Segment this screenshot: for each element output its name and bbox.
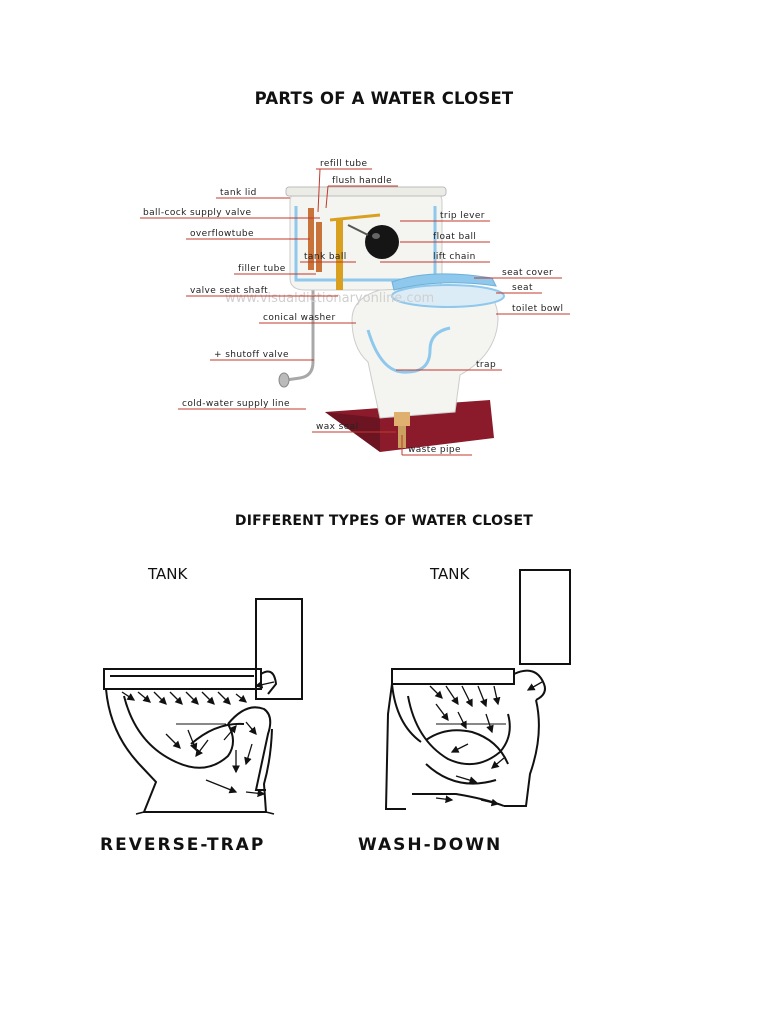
supply-line	[285, 245, 315, 382]
svg-text:toilet bowl: toilet bowl	[512, 304, 563, 314]
svg-text:tank ball: tank ball	[304, 252, 347, 262]
label-waste-pipe: waste pipe	[401, 435, 472, 456]
svg-text:seat cover: seat cover	[502, 268, 553, 278]
svg-text:wax seal: wax seal	[316, 422, 359, 432]
label-refill-tube: refill tube	[316, 159, 372, 213]
svg-text:trip lever: trip lever	[440, 211, 485, 221]
page-title: PARTS OF A WATER CLOSET	[254, 89, 514, 108]
label-tank-ball: tank ball	[300, 252, 356, 263]
label-overflow-tube: overflowtube	[186, 229, 310, 240]
tank-lid	[285, 186, 447, 197]
toilet-bowl	[351, 285, 499, 419]
wash-down-diagram: TANK	[384, 565, 571, 810]
tank-right	[519, 569, 571, 665]
float-ball	[365, 225, 399, 259]
svg-text:refill tube: refill tube	[320, 159, 368, 169]
svg-text:cold-water supply line: cold-water supply line	[182, 399, 290, 409]
watermark: www.visualdictionaryonline.com	[225, 291, 434, 306]
svg-text:ball-cock supply valve: ball-cock supply valve	[143, 208, 252, 218]
svg-text:valve seat shaft: valve seat shaft	[190, 286, 268, 296]
svg-text:trap: trap	[476, 360, 496, 370]
svg-text:+ shutoff valve: + shutoff valve	[214, 350, 289, 360]
svg-text:conical washer: conical washer	[263, 313, 336, 323]
label-tank-lid: tank lid	[216, 188, 290, 199]
label-trap: trap	[396, 360, 502, 371]
label-valve-seat-shaft: valve seat shaft	[186, 286, 338, 297]
label-trip-lever: trip lever	[400, 211, 490, 222]
reverse-trap-label: REVERSE-TRAP	[100, 835, 265, 855]
svg-text:tank lid: tank lid	[220, 188, 257, 198]
svg-text:float ball: float ball	[433, 232, 476, 242]
wash-down-flow-arrows	[429, 681, 543, 807]
seat	[391, 284, 505, 308]
label-flush-handle: flush handle	[325, 176, 398, 209]
toilet-parts-diagram: www.visualdictionaryonline.com refill tu…	[140, 159, 570, 456]
label-seat-cover: seat cover	[474, 268, 562, 279]
tank-left	[255, 598, 303, 700]
label-float-ball: float ball	[400, 232, 490, 243]
label-filler-tube: filler tube	[234, 264, 316, 275]
svg-text:waste pipe: waste pipe	[408, 445, 461, 455]
label-conical-washer: conical washer	[259, 313, 356, 324]
reverse-trap-flow-arrows	[121, 680, 275, 798]
types-section-title: DIFFERENT TYPES OF WATER CLOSET	[234, 513, 534, 529]
svg-text:seat: seat	[512, 283, 533, 293]
seat-cover	[391, 273, 497, 291]
wash-down-label: WASH-DOWN	[358, 835, 502, 855]
label-cold-water-supply-line: cold-water supply line	[178, 399, 306, 410]
svg-text:lift chain: lift chain	[433, 252, 476, 262]
tank-label-right: TANK	[429, 565, 470, 583]
label-toilet-bowl: toilet bowl	[496, 304, 570, 315]
svg-text:overflowtube: overflowtube	[190, 229, 254, 239]
label-ball-cock-supply-valve: ball-cock supply valve	[140, 208, 320, 219]
label-shutoff-valve: + shutoff valve	[210, 350, 314, 361]
tank-label-left: TANK	[147, 565, 188, 583]
reverse-trap-diagram: TANK	[103, 565, 303, 815]
water-closet-types-diagram: TANK REVERSE-TRAP TANK	[100, 565, 571, 855]
svg-text:flush handle: flush handle	[332, 176, 392, 186]
trap-channel	[366, 326, 451, 374]
label-wax-seal: wax seal	[312, 422, 396, 433]
label-seat: seat	[496, 283, 542, 294]
label-lift-chain: lift chain	[380, 252, 490, 263]
svg-text:filler tube: filler tube	[238, 264, 286, 274]
